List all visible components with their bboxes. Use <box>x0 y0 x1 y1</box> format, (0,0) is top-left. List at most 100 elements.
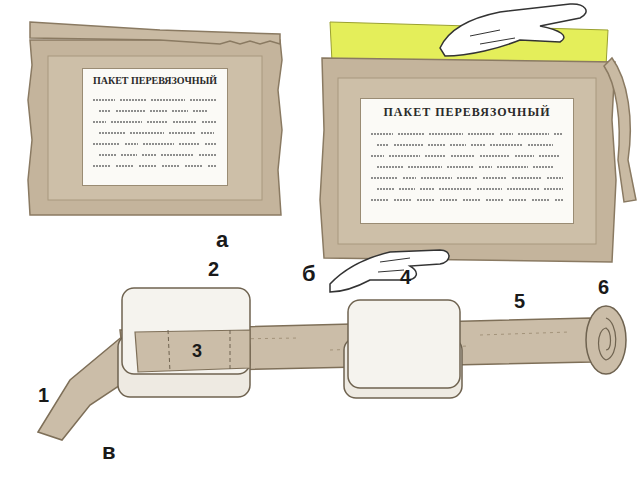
fine-print-line <box>447 166 474 168</box>
fine-print-line <box>121 154 137 156</box>
fine-print-line <box>463 199 481 201</box>
fine-print-line <box>512 177 542 179</box>
fine-print-line <box>555 199 563 201</box>
fine-print-line <box>172 110 188 112</box>
fine-print-line <box>130 132 164 134</box>
fine-print-line <box>539 155 559 157</box>
fine-print-line <box>151 99 185 101</box>
fine-print-line <box>486 199 504 201</box>
fine-print-line <box>143 143 174 145</box>
packet-seam <box>338 78 596 244</box>
fine-print-line <box>398 133 424 135</box>
fine-print-line <box>147 121 168 123</box>
fine-print-line <box>451 155 475 157</box>
fine-print-line <box>93 121 106 123</box>
hand-bottom <box>330 250 449 292</box>
fine-print-line <box>142 154 156 156</box>
fine-print-line <box>205 143 217 145</box>
fine-print-line <box>193 110 207 112</box>
fine-print-line <box>480 155 510 157</box>
fine-print-line <box>547 177 563 179</box>
fine-print-line <box>208 165 217 167</box>
fine-print-line <box>544 188 563 190</box>
fine-print-line <box>93 99 115 101</box>
figure-letter: в <box>100 440 118 464</box>
fine-print-line <box>99 132 125 134</box>
fine-print-line <box>389 155 420 157</box>
fine-print-line <box>201 132 214 134</box>
fine-print-line <box>428 144 445 146</box>
fine-print-line <box>509 199 527 201</box>
callout-number: 4 <box>398 266 413 288</box>
fine-print-line <box>403 177 416 179</box>
fine-print-line <box>483 177 507 179</box>
figure-letter: б <box>300 262 318 286</box>
fine-print-line <box>533 166 554 168</box>
fine-print-line <box>417 199 435 201</box>
fine-print-line <box>457 177 478 179</box>
fine-print-line <box>528 144 553 146</box>
fine-print-line <box>150 110 167 112</box>
fine-print-line <box>439 188 472 190</box>
fine-print-line <box>399 188 415 190</box>
stitch-lines <box>168 330 230 372</box>
fine-print-line <box>394 144 423 146</box>
callout-number: 3 <box>190 341 204 361</box>
fine-print-line <box>554 133 563 135</box>
fine-print-line <box>421 177 452 179</box>
fine-print-line <box>161 154 194 156</box>
fine-print-line <box>507 188 539 190</box>
packet-a <box>28 22 282 215</box>
fine-print-line <box>111 121 142 123</box>
packet-title: ПАКЕТ ПЕРЕВЯЗОЧНЫЙ <box>83 69 227 86</box>
fine-print-line <box>420 188 434 190</box>
fine-print-line <box>169 132 196 134</box>
fine-print-line <box>500 133 513 135</box>
fine-print-line <box>532 199 550 201</box>
fine-print <box>361 128 573 223</box>
bandage-over-pad <box>135 330 250 372</box>
fine-print-line <box>468 133 495 135</box>
fine-print-line <box>371 155 384 157</box>
fine-print-line <box>394 199 412 201</box>
packet-b <box>320 4 636 292</box>
fine-print-line <box>440 199 458 201</box>
fine-print-line <box>429 133 463 135</box>
fine-print-line <box>202 121 217 123</box>
fine-print-line <box>450 144 466 146</box>
fine-print-line <box>371 199 389 201</box>
fine-print-line <box>162 165 180 167</box>
callout-number: 1 <box>36 384 51 406</box>
packet-label: ПАКЕТ ПЕРЕВЯЗОЧНЫЙ <box>360 98 574 224</box>
fine-print-line <box>93 143 120 145</box>
callout-number: 5 <box>512 290 527 312</box>
tear-strip <box>604 58 636 202</box>
fine-print-line <box>490 144 523 146</box>
packet-title: ПАКЕТ ПЕРЕВЯЗОЧНЫЙ <box>361 99 573 120</box>
fine-print-line <box>173 121 197 123</box>
fine-print-line <box>377 144 389 146</box>
fine-print-line <box>139 165 157 167</box>
fine-print-line <box>116 110 145 112</box>
hand-top <box>440 4 586 56</box>
fine-print-line <box>377 188 394 190</box>
pad-sliding <box>348 300 460 388</box>
fine-print-line <box>479 166 492 168</box>
callout-number: 2 <box>206 258 221 280</box>
packet-body <box>320 58 616 262</box>
fine-print <box>83 94 227 185</box>
fine-print-line <box>185 165 203 167</box>
fine-print-line <box>518 133 549 135</box>
fine-print-line <box>477 188 502 190</box>
fine-print-line <box>408 166 442 168</box>
roll-spiral <box>599 318 616 360</box>
fine-print-line <box>199 154 217 156</box>
pad-fixed <box>122 288 250 374</box>
fine-print-line <box>371 177 398 179</box>
fine-print-line <box>497 166 528 168</box>
fine-print-line <box>125 143 138 145</box>
fine-print-line <box>515 155 534 157</box>
fine-print-line <box>371 133 393 135</box>
packet-seam <box>48 56 262 200</box>
